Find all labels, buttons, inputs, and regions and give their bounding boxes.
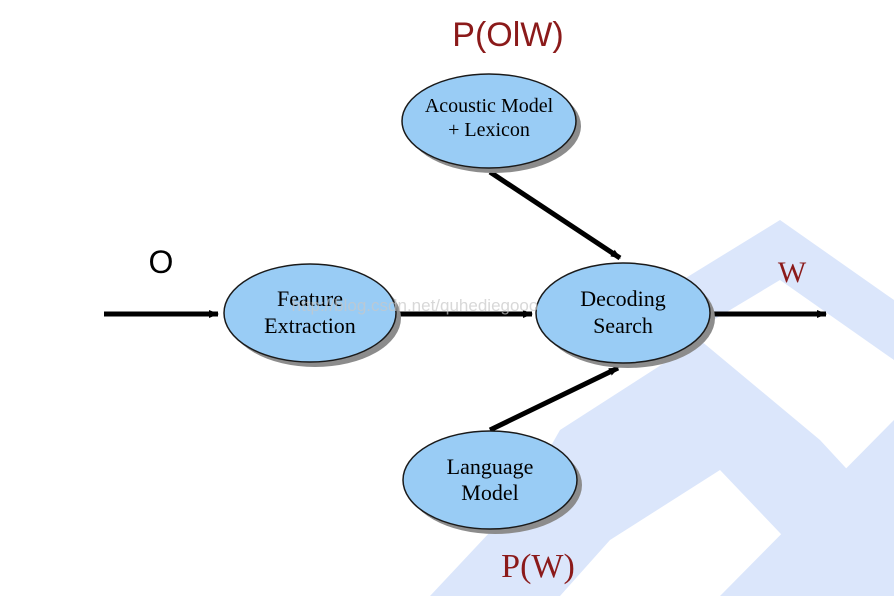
language-model-node: Language Model: [402, 430, 582, 534]
decoding-label-line1: Decoding: [580, 286, 666, 311]
decoding-label-line2: Search: [593, 313, 653, 338]
feature-label-line1: Feature: [277, 286, 343, 311]
watermark-text: http://blog.csdn.net/quhediegooo: [292, 296, 539, 315]
acoustic-model-node: Acoustic Model + Lexicon: [401, 73, 581, 173]
language-probability-label: P(W): [501, 548, 575, 585]
feature-extraction-node: Feature Extraction: [223, 263, 401, 367]
acoustic-label-line1: Acoustic Model: [425, 95, 554, 117]
decoding-search-node: Decoding Search: [535, 262, 715, 368]
language-label-line1: Language: [447, 454, 534, 479]
input-observation-label: O: [149, 244, 174, 280]
language-to-decoding-arrow: [488, 365, 620, 433]
acoustic-label-line2: + Lexicon: [448, 119, 530, 141]
feature-label-line2: Extraction: [264, 313, 356, 338]
acoustic-probability-label: P(OlW): [452, 16, 563, 54]
acoustic-to-decoding-arrow: [488, 169, 622, 261]
language-label-line2: Model: [461, 480, 518, 505]
arrows: [104, 169, 827, 433]
output-word-label: W: [778, 256, 807, 289]
